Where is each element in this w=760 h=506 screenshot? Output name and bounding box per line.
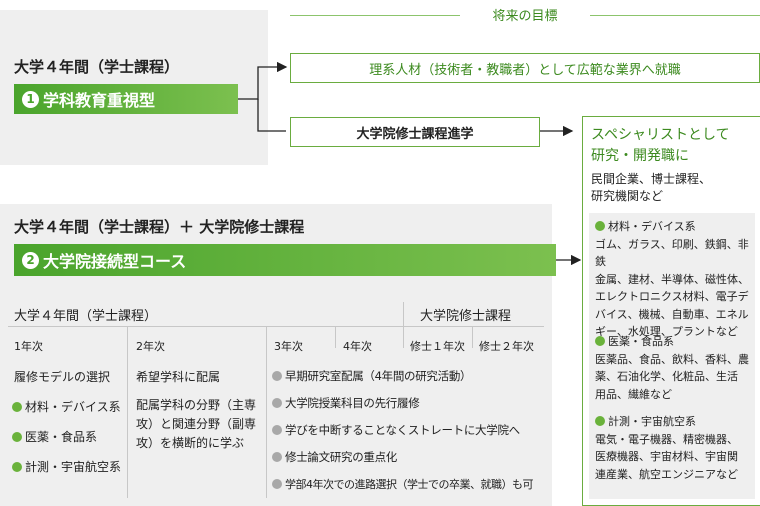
later-item: 学びを中断することなくストレートに大学院へ	[272, 422, 520, 438]
year2-line1: 希望学科に配属	[136, 370, 221, 384]
group-aerospace-line: 医療機器、宇宙材料、宇宙関	[595, 450, 738, 463]
course1-title: 大学４年間（学士課程）	[14, 58, 180, 76]
bullet-icon	[12, 432, 22, 442]
group-pharma-line: 医薬品、食品、飲料、香料、農	[595, 352, 749, 366]
year2-para-line: 配属学科の分野（主専	[136, 398, 257, 412]
later-item: 大学院授業科目の先行履修	[272, 395, 420, 411]
grad-school-box: 大学院修士課程進学	[290, 117, 540, 147]
year-label-5: 修士１年次	[410, 340, 465, 353]
bullet-icon	[272, 425, 282, 435]
group-aerospace-line: 連産業、航空エンジニアなど	[595, 467, 738, 481]
year1-item: 医薬・食品系	[12, 428, 97, 445]
grad-header-divider	[403, 302, 404, 326]
undergrad-header: 大学４年間（学士課程）	[14, 309, 158, 324]
bullet-icon	[272, 398, 282, 408]
goal-header: 将来の目標	[492, 9, 558, 24]
group-aerospace-title: 計測・宇宙航空系	[595, 413, 738, 431]
year2-para: 配属学科の分野（主専 攻）と関連分野（副専 攻）を横断的に学ぶ	[136, 396, 256, 453]
group-materials-line: エレクトロニクス材料、電子デ	[595, 290, 749, 303]
bullet-icon	[595, 221, 605, 231]
goal-header-line-right	[590, 15, 760, 16]
goal-header-line-left	[290, 15, 460, 16]
course2-number: 2	[22, 251, 39, 269]
course2-name: 大学院接続型コース	[43, 252, 187, 271]
year-label-4: 4年次	[343, 340, 372, 353]
course2-bar: 2 大学院接続型コース	[14, 244, 556, 276]
bullet-icon	[272, 452, 282, 462]
year1-intro: 履修モデルの選択	[14, 370, 111, 384]
group-pharma: 医薬・食品系 医薬品、食品、飲料、香料、農 薬、石油化学、化粧品、生活 用品、繊…	[595, 333, 749, 403]
bullet-icon	[12, 462, 22, 472]
group-pharma-line: 薬、石油化学、化粧品、生活	[595, 370, 738, 383]
group-materials-line: 金属、建材、半導体、磁性体、	[595, 272, 749, 286]
grad-header: 大学院修士課程	[420, 309, 512, 324]
course1-number: 1	[22, 90, 39, 108]
bullet-icon	[272, 479, 282, 489]
bullet-icon	[595, 416, 605, 426]
specialist-groups-panel: 材料・デバイス系 ゴム、ガラス、印刷、鉄鋼、非鉄 金属、建材、半導体、磁性体、 …	[589, 213, 755, 499]
column-divider	[266, 326, 267, 498]
header-underline	[8, 326, 544, 327]
specialist-title-2: 研究・開発職に	[591, 148, 689, 164]
arrow-to-grad-school	[257, 99, 286, 132]
column-divider	[403, 326, 404, 348]
grad-school-box-label: 大学院修士課程進学	[356, 126, 474, 142]
specialist-box: スペシャリストとして 研究・開発職に 民間企業、博士課程、 研究機関など 材料・…	[582, 116, 760, 506]
group-materials-line: バイス、機械、自動車、エネル	[595, 307, 749, 321]
later-item: 学部4年次での進路選択（学士での卒業、就職）も可	[272, 476, 534, 492]
year-label-6: 修士２年次	[479, 340, 534, 353]
year1-item: 材料・デバイス系	[12, 398, 121, 415]
group-pharma-line: 用品、繊維など	[595, 387, 672, 401]
employment-box: 理系人材（技術者・教職者）として広範な業界へ就職	[290, 53, 760, 83]
later-item: 早期研究室配属（4年間の研究活動）	[272, 368, 472, 384]
specialist-sub-2: 研究機関など	[591, 189, 664, 203]
group-materials-line: ゴム、ガラス、印刷、鉄鋼、非鉄	[595, 237, 749, 269]
course1-name: 学科教育重視型	[43, 91, 156, 110]
column-divider	[127, 326, 128, 498]
year-label-3: 3年次	[274, 340, 303, 353]
year2-para-line: 攻）と関連分野（副専	[136, 417, 257, 431]
group-pharma-title: 医薬・食品系	[595, 333, 749, 351]
arrow-to-employment	[238, 61, 288, 100]
group-materials: 材料・デバイス系 ゴム、ガラス、印刷、鉄鋼、非鉄 金属、建材、半導体、磁性体、 …	[595, 218, 755, 341]
specialist-title-1: スペシャリストとして	[591, 127, 730, 143]
year2-para-line: 攻）を横断的に学ぶ	[136, 436, 245, 450]
bullet-icon	[272, 371, 282, 381]
later-item: 修士論文研究の重点化	[272, 449, 397, 465]
course2-title: 大学４年間（学士課程）＋ 大学院修士課程	[14, 218, 305, 236]
group-materials-title: 材料・デバイス系	[595, 218, 755, 236]
bullet-icon	[12, 402, 22, 412]
year-label-1: 1年次	[14, 340, 43, 353]
column-divider	[335, 326, 336, 348]
group-materials-line: ギー、水処理、プラントなど	[595, 325, 738, 338]
bullet-icon	[595, 336, 605, 346]
year1-item: 計測・宇宙航空系	[12, 458, 121, 475]
specialist-sub-1: 民間企業、博士課程、	[591, 172, 712, 186]
group-aerospace: 計測・宇宙航空系 電気・電子機器、精密機器、 医療機器、宇宙材料、宇宙関 連産業…	[595, 413, 738, 483]
column-divider	[472, 326, 473, 348]
group-aerospace-line: 電気・電子機器、精密機器、	[595, 432, 738, 446]
employment-box-label: 理系人材（技術者・教職者）として広範な業界へ就職	[369, 62, 681, 78]
year-label-2: 2年次	[136, 340, 165, 353]
course1-bar: 1 学科教育重視型	[14, 84, 238, 114]
